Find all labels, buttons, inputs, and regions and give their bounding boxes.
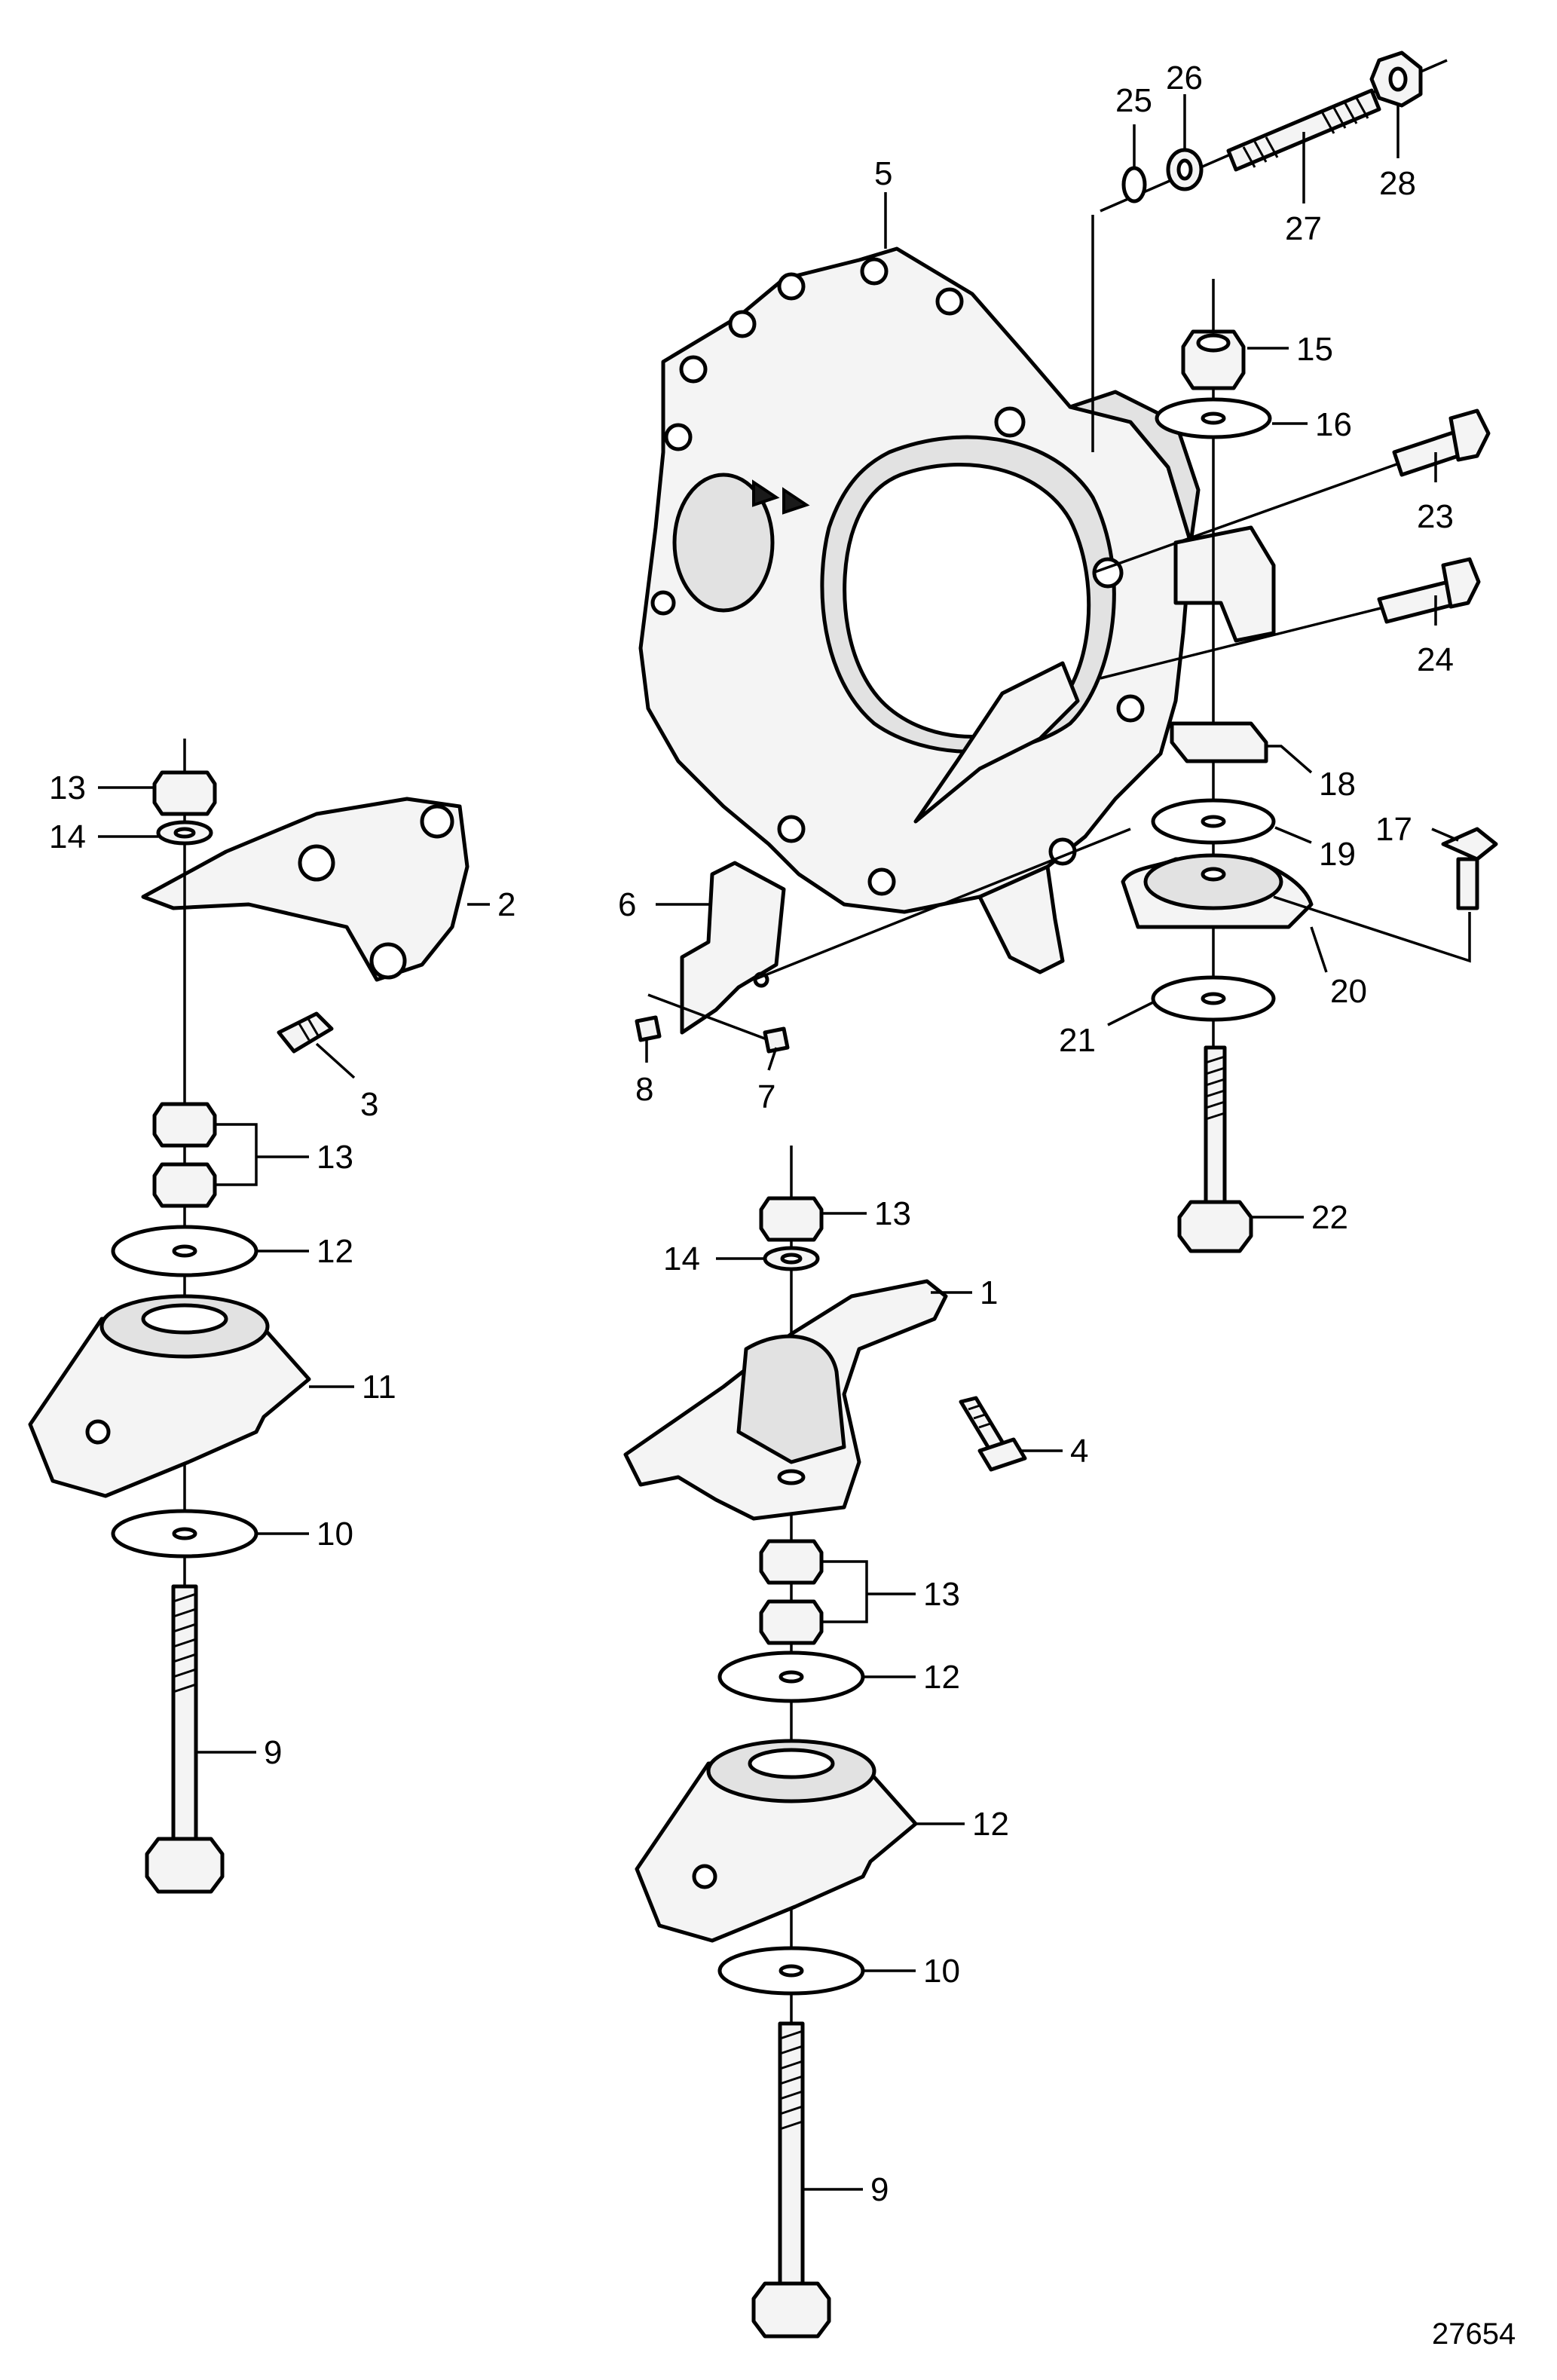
callout-12a: 12 bbox=[317, 1233, 353, 1270]
callout-21: 21 bbox=[1059, 1022, 1096, 1059]
callout-2: 2 bbox=[497, 886, 515, 923]
callout-25: 25 bbox=[1115, 82, 1152, 119]
callout-12b: 12 bbox=[923, 1659, 960, 1696]
callout-9b: 9 bbox=[870, 2171, 889, 2208]
callout-13b: 13 bbox=[317, 1139, 353, 1176]
callout-4: 4 bbox=[1070, 1433, 1088, 1470]
callout-13d: 13 bbox=[923, 1576, 960, 1613]
callout-labels: 1 2 3 4 5 6 7 8 9 9 10 10 11 12 12 12 13… bbox=[49, 60, 1516, 2351]
callout-13a: 13 bbox=[49, 769, 86, 806]
callout-23: 23 bbox=[1417, 498, 1454, 535]
center-mount-stack bbox=[623, 1146, 1027, 2339]
callout-10a: 10 bbox=[317, 1516, 353, 1553]
leader-lines bbox=[98, 94, 1459, 2191]
left-bracket-2 bbox=[141, 797, 470, 1054]
callout-14b: 14 bbox=[663, 1240, 700, 1277]
callout-6: 6 bbox=[618, 886, 636, 923]
callout-17: 17 bbox=[1375, 811, 1412, 848]
callout-8: 8 bbox=[635, 1071, 653, 1108]
callout-27: 27 bbox=[1285, 210, 1322, 247]
callout-22: 22 bbox=[1311, 1199, 1348, 1236]
callout-9a: 9 bbox=[264, 1734, 282, 1771]
callout-15: 15 bbox=[1296, 331, 1333, 368]
right-mount-stack bbox=[1092, 279, 1498, 1253]
callout-19: 19 bbox=[1319, 836, 1356, 873]
callout-20: 20 bbox=[1330, 973, 1367, 1010]
callout-3: 3 bbox=[360, 1086, 378, 1123]
callout-12c: 12 bbox=[972, 1806, 1009, 1843]
callout-10b: 10 bbox=[923, 1953, 960, 1990]
callout-1: 1 bbox=[980, 1274, 998, 1311]
callout-26: 26 bbox=[1166, 60, 1203, 96]
callout-24: 24 bbox=[1417, 641, 1454, 678]
callout-18: 18 bbox=[1319, 766, 1356, 803]
callout-11: 11 bbox=[362, 1369, 396, 1406]
callout-16: 16 bbox=[1315, 406, 1352, 443]
callout-14a: 14 bbox=[49, 818, 86, 855]
bracket-6 bbox=[635, 827, 1131, 1054]
callout-28: 28 bbox=[1379, 165, 1416, 202]
callout-5: 5 bbox=[874, 155, 892, 192]
figure-number: 27654 bbox=[1432, 2317, 1516, 2351]
callout-13c: 13 bbox=[874, 1195, 911, 1232]
stud-assembly bbox=[1091, 50, 1448, 452]
callout-7: 7 bbox=[757, 1078, 775, 1115]
left-mount-stack bbox=[28, 739, 311, 1894]
